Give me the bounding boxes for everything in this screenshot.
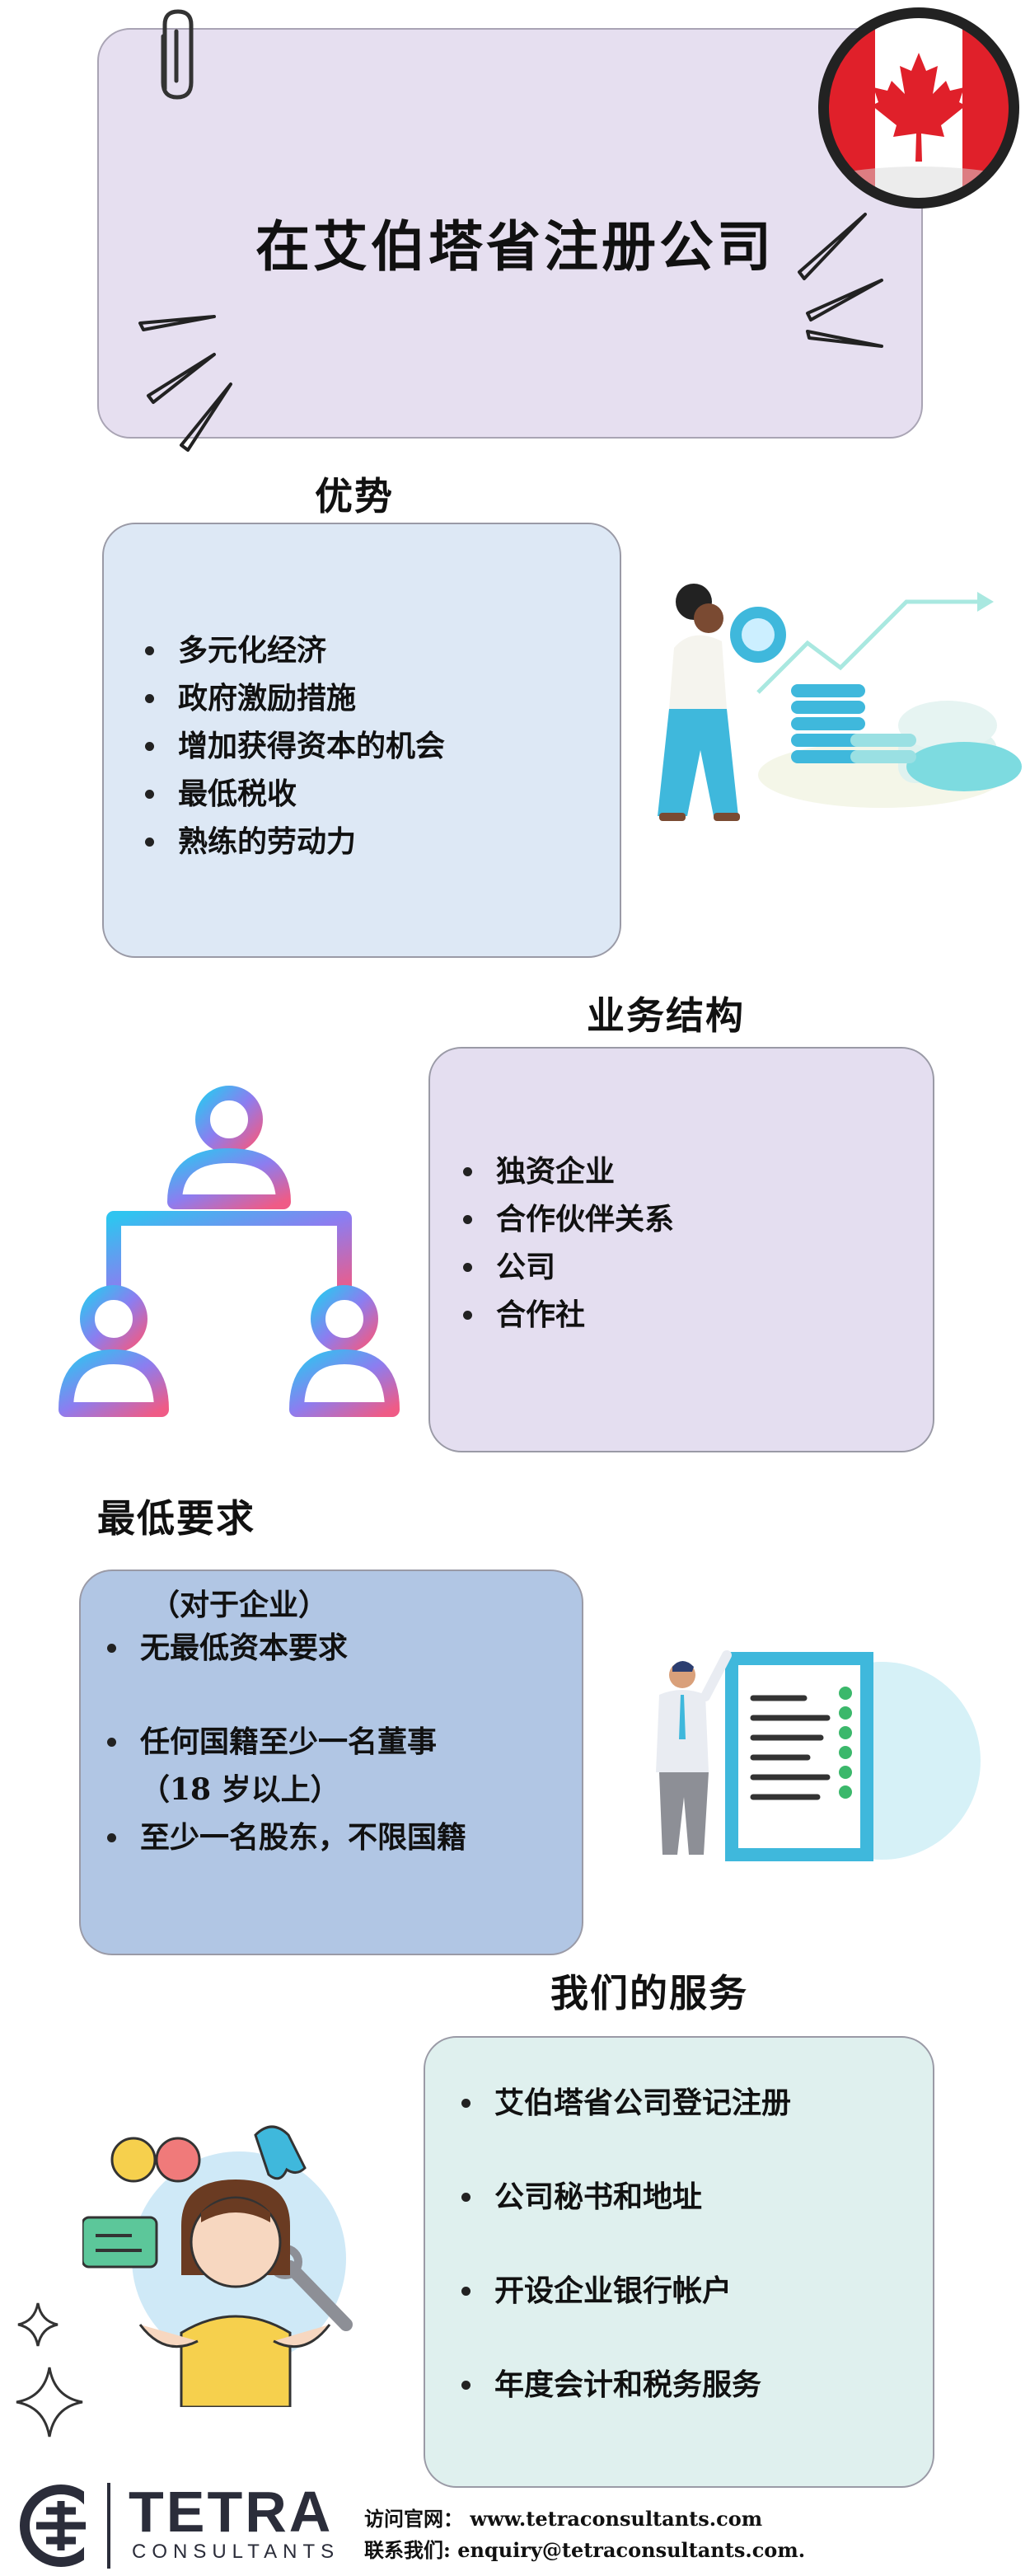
- list-item-text-line2: （18 岁以上）: [140, 1772, 340, 1807]
- brand-subtitle: CONSULTANTS: [132, 2541, 340, 2563]
- list-item: 无最低资本要求: [102, 1624, 466, 1672]
- advantages-card: 多元化经济 政府激励措施 增加获得资本的机会 最低税收 熟练的劳动力: [102, 523, 621, 958]
- list-item: 年度会计和税务服务: [456, 2361, 791, 2409]
- advantages-heading: 优势: [315, 474, 394, 518]
- list-item: 增加获得资本的机会: [140, 722, 445, 770]
- services-heading: 我们的服务: [550, 1971, 748, 2015]
- services-list: 艾伯塔省公司登记注册 公司秘书和地址 开设企业银行帐户 年度会计和税务服务: [456, 2079, 791, 2409]
- list-item: 合作社: [458, 1291, 674, 1339]
- list-item: 公司秘书和地址: [456, 2173, 791, 2221]
- page-title: 在艾伯塔省注册公司: [255, 214, 775, 279]
- list-item: 熟练的劳动力: [140, 818, 445, 866]
- requirements-card: （对于企业） 无最低资本要求 任何国籍至少一名董事 （18 岁以上） 至少一名股…: [79, 1570, 583, 1955]
- checklist-illustration: [656, 1650, 981, 1861]
- list-item: 最低税收: [140, 770, 445, 818]
- paperclip-icon: [161, 9, 194, 100]
- requirements-list: 无最低资本要求 任何国籍至少一名董事 （18 岁以上） 至少一名股东，不限国籍: [102, 1624, 466, 1861]
- sparkle-icon: [16, 2302, 83, 2438]
- list-item: 艾伯塔省公司登记注册: [456, 2079, 791, 2127]
- list-item: 独资企业: [458, 1147, 674, 1195]
- list-item: 公司: [458, 1243, 674, 1291]
- requirements-heading: 最低要求: [97, 1496, 255, 1541]
- list-item: 任何国籍至少一名董事 （18 岁以上）: [102, 1718, 466, 1814]
- accent-strokes-right: [798, 213, 883, 348]
- brand-name: TETRA: [129, 2480, 334, 2544]
- structure-heading: 业务结构: [587, 993, 745, 1038]
- header-card: [97, 28, 923, 439]
- accent-strokes-left: [138, 315, 232, 452]
- list-item: 开设企业银行帐户: [456, 2267, 791, 2315]
- advantages-list: 多元化经济 政府激励措施 增加获得资本的机会 最低税收 熟练的劳动力: [140, 626, 445, 866]
- structure-card: 独资企业 合作伙伴关系 公司 合作社: [428, 1047, 934, 1452]
- list-item-text: 任何国籍至少一名董事: [140, 1724, 438, 1759]
- canada-flag-icon: [818, 7, 1019, 209]
- growth-illustration: [658, 584, 1022, 821]
- requirements-subheading: （对于企业）: [150, 1588, 329, 1622]
- website-line[interactable]: 访问官网： www.tetraconsultants.com: [364, 2507, 763, 2531]
- contact-line[interactable]: 联系我们: enquiry@tetraconsultants.com.: [364, 2538, 806, 2562]
- list-item: 多元化经济: [140, 626, 445, 674]
- structure-list: 独资企业 合作伙伴关系 公司 合作社: [458, 1147, 674, 1339]
- list-item: 政府激励措施: [140, 674, 445, 722]
- services-card: 艾伯塔省公司登记注册 公司秘书和地址 开设企业银行帐户 年度会计和税务服务: [424, 2036, 934, 2488]
- list-item: 至少一名股东，不限国籍: [102, 1814, 466, 1861]
- tetra-logo-icon: [20, 2480, 110, 2572]
- org-chart-icon: [59, 1086, 400, 1417]
- customer-service-illustration: [82, 2125, 353, 2407]
- list-item: 合作伙伴关系: [458, 1195, 674, 1243]
